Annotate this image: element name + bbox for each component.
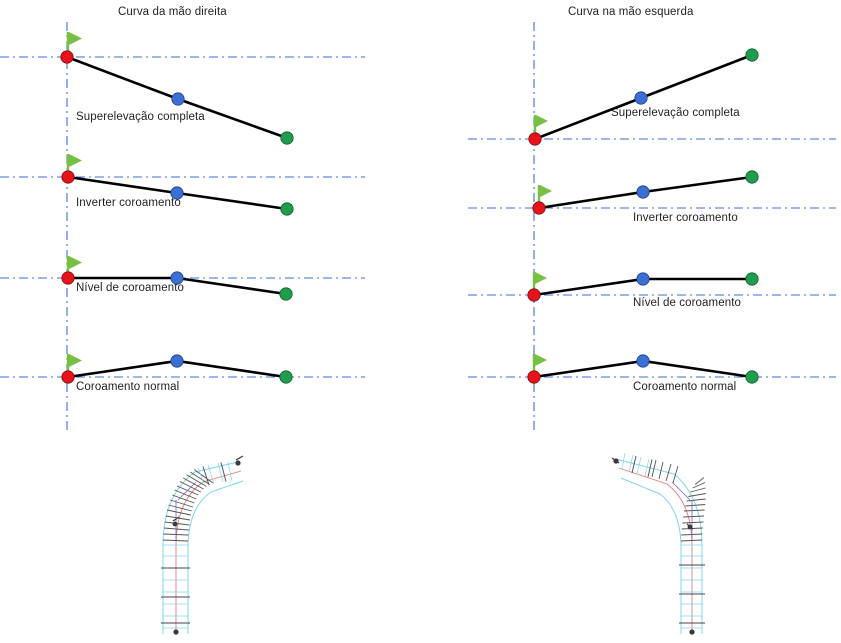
plan-station-ties-right-curve [163,544,188,629]
point-mid-crown-level-left [636,272,650,286]
plan-right-edge-right-curve [187,480,244,634]
stage-label-crown-level-right: Nível de coroamento [76,282,185,294]
point-mid-reverse-crown-left [636,185,650,199]
stage-label-normal-crown-right: Coroamento normal [76,381,180,393]
plan-station-ties-left-curve [681,544,702,629]
point-end-full-superelevation-left [745,48,759,62]
stage-label-normal-crown-left: Coroamento normal [633,381,737,393]
point-mid-full-superelevation-right [171,92,185,106]
panel-right-hand-curve [0,22,365,432]
plan-left-edge-left-curve [620,477,682,634]
point-start-crown-level-left [527,288,541,302]
plan-curve-ties-right-curve [197,461,233,487]
point-end-full-superelevation-right [280,131,294,145]
plan-view-right-hand-curve [161,455,244,635]
point-start-normal-crown-left [527,370,541,384]
plan-node-markers-right-curve [172,455,244,635]
stage-label-reverse-crown-right: Inverter coroamento [76,197,181,209]
panel-title-right-hand-curve: Curva da mão direita [118,6,227,18]
stage-label-full-superelevation-left: Superelevação completa [611,107,740,119]
point-mid-normal-crown-right [170,354,184,368]
plan-centerline-left-curve [618,467,693,634]
plan-curve-ties-left-curve [621,452,650,477]
point-mid-reverse-crown-right [170,186,184,200]
stage-label-crown-level-left: Nível de coroamento [633,297,742,309]
point-start-reverse-crown-right [61,170,75,184]
point-end-crown-level-right [279,287,293,301]
plan-centerline-right-curve [175,470,242,634]
plan-spiral-ticks-right-curve [162,469,214,542]
panel-title-left-hand-curve: Curva na mão esquerda [568,6,694,18]
panel-left-hand-curve [468,22,836,432]
point-start-crown-level-right [61,271,75,285]
point-mid-crown-level-right [170,271,184,285]
point-mid-normal-crown-left [636,354,650,368]
plan-end-stations-left-curve [631,455,653,478]
point-start-full-superelevation-left [528,132,542,146]
plan-node-markers-left-curve [611,457,695,635]
stage-label-reverse-crown-left: Inverter coroamento [633,212,738,224]
point-end-reverse-crown-right [280,202,294,216]
plan-major-stations-left-curve [679,564,705,624]
plan-right-edge-left-curve [615,458,703,634]
point-start-full-superelevation-right [60,50,74,64]
plan-superelevation-ticks-right-curve [175,481,197,540]
plan-end-stations-right-curve [202,462,227,486]
point-end-reverse-crown-left [745,170,759,184]
point-end-normal-crown-right [279,370,293,384]
stage-label-full-superelevation-right: Superelevação completa [76,111,205,123]
point-start-normal-crown-right [61,370,75,384]
point-mid-full-superelevation-left [634,91,648,105]
point-end-normal-crown-left [745,370,759,384]
plan-major-stations-right-curve [161,567,190,624]
plan-view-left-hand-curve [611,452,706,635]
point-start-reverse-crown-left [532,201,546,215]
plan-spiral-ticks-left-curve [651,459,706,542]
plan-superelevation-ticks-left-curve [671,481,693,540]
point-end-crown-level-left [745,272,759,286]
